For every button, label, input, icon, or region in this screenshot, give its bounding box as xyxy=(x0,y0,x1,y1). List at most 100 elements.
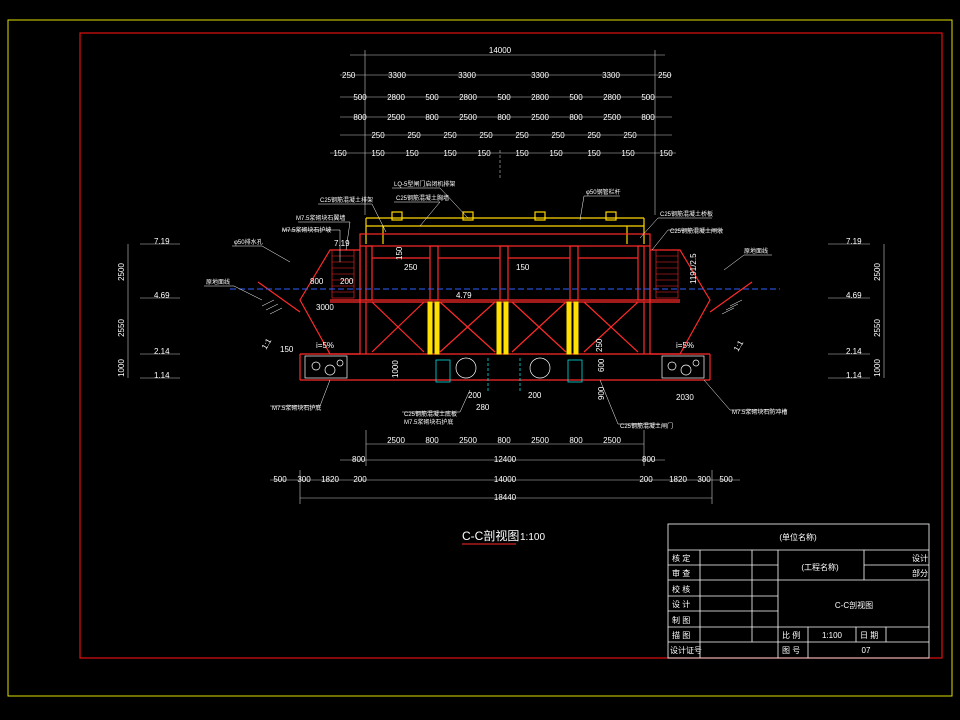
slope-side-right: 1:1 xyxy=(732,338,746,353)
tb-cert-label: 设计证号 xyxy=(670,645,702,655)
elev-right-dim-1: 2550 xyxy=(873,319,882,337)
dim-bot-row3-1: 300 xyxy=(297,475,311,484)
annot-ground-left: 原地面线 xyxy=(206,278,230,286)
dim-top-row4: 250 250 250 250 250 250 250 250 xyxy=(371,131,637,140)
dim-top-row3-2: 800 xyxy=(425,113,439,122)
tb-fig-value: 07 xyxy=(862,646,871,655)
inner-d600: 600 xyxy=(597,358,606,372)
annot-c25-bridge-slab: C25钢筋混凝土桥板 xyxy=(660,210,713,218)
inner-d150c: 150 xyxy=(280,345,294,354)
dim-top-row1-0: 250 xyxy=(342,71,356,80)
annot-m75-slope: M7.5浆砌块石护坡 xyxy=(282,226,331,234)
annot-c25-pier: C25钢筋混凝土闸墩 xyxy=(670,227,723,235)
dim-top-row5-4: 150 xyxy=(477,149,491,158)
dim-top-row1: 250 3300 3300 3300 3300 250 xyxy=(342,71,672,80)
dim-top-row3-0: 800 xyxy=(353,113,367,122)
cutoff-walls xyxy=(435,358,583,392)
inner-frame xyxy=(79,32,943,659)
dim-bot-row2-right: 800 xyxy=(642,455,656,464)
elev-right-2: 2.14 xyxy=(846,347,862,356)
dim-bot-row1-6: 2500 xyxy=(603,436,621,445)
elev-right-dim-0: 2500 xyxy=(873,263,882,281)
tb-row-3: 设 计 xyxy=(672,599,690,609)
inner-d200b: 200 xyxy=(528,391,542,400)
railing xyxy=(365,211,645,244)
slope-left: i=5% xyxy=(316,341,334,350)
dim-top-row5-0: 150 xyxy=(333,149,347,158)
dim-top-row3-1: 2500 xyxy=(387,113,405,122)
inner-d900: 900 xyxy=(597,386,606,400)
dim-top-row4-6: 250 xyxy=(587,131,601,140)
tb-row-2: 校 核 xyxy=(672,584,690,594)
elev-right-0: 7.19 xyxy=(846,237,862,246)
elev-left-1: 4.69 xyxy=(154,291,170,300)
tb-design-label: 设计 xyxy=(912,553,928,563)
dim-bot-row3-3: 200 xyxy=(353,475,367,484)
dim-bot-row3-5: 200 xyxy=(639,475,653,484)
dim-top-row3-7: 2500 xyxy=(603,113,621,122)
elev-left-3: 1.14 xyxy=(154,371,170,380)
gate-columns xyxy=(427,301,579,355)
dim-top-row5: 150 150 150 150 150 150 150 150 150 150 xyxy=(333,149,673,158)
dim-top-row5-6: 150 xyxy=(549,149,563,158)
dim-top-row2-6: 500 xyxy=(569,93,583,102)
dim-top-row1-1: 3300 xyxy=(388,71,406,80)
tb-date-label: 日 期 xyxy=(860,631,878,640)
dim-top-row3-6: 800 xyxy=(569,113,583,122)
dim-bot-row3-6: 1820 xyxy=(669,475,687,484)
top-dimensions xyxy=(330,50,676,215)
left-elevations xyxy=(127,243,180,379)
riprap-blocks xyxy=(304,355,705,379)
annot-c25-breast-wall: C25钢筋混凝土胸墙 xyxy=(396,194,449,202)
tb-fig-label: 图 号 xyxy=(782,646,800,655)
dim-top-row5-1: 150 xyxy=(371,149,385,158)
dim-top-row2-5: 2800 xyxy=(531,93,549,102)
dim-top-row3-3: 2500 xyxy=(459,113,477,122)
dim-top-row4-2: 250 xyxy=(443,131,457,140)
inner-d150b: 150 xyxy=(516,263,530,272)
elev-left-2: 2.14 xyxy=(154,347,170,356)
tb-scale-value: 1:100 xyxy=(822,631,843,640)
inner-d2030: 2030 xyxy=(676,393,694,402)
dim-top-overall: 14000 xyxy=(489,46,512,55)
annot-drain-hole: φ50排水孔 xyxy=(234,238,263,246)
inner-d1000: 1000 xyxy=(391,360,400,378)
annot-c25-frame: C25钢筋混凝土排架 xyxy=(320,196,373,204)
dim-bot-row2-mid: 12400 xyxy=(494,455,517,464)
tb-row-4: 制 图 xyxy=(672,615,690,625)
tb-row-1: 审 查 xyxy=(672,568,690,578)
dim-top-row2-4: 500 xyxy=(497,93,511,102)
dim-top-row4-4: 250 xyxy=(515,131,529,140)
dim-top-row2-8: 500 xyxy=(641,93,655,102)
dim-bot-row1-4: 2500 xyxy=(531,436,549,445)
stair-hatch-right xyxy=(655,249,679,299)
dim-top-row3-8: 800 xyxy=(641,113,655,122)
dim-top-row1-2: 3300 xyxy=(458,71,476,80)
dim-bot-row2-left: 800 xyxy=(352,455,366,464)
dim-top-row4-0: 250 xyxy=(371,131,385,140)
dim-top-row2-7: 2800 xyxy=(603,93,621,102)
annot-m75-apron-left: M7.5浆砌块石护底 xyxy=(272,404,321,412)
right-elevations xyxy=(828,243,885,379)
inner-d150a: 150 xyxy=(395,246,404,260)
drawing-title: C-C剖视图 xyxy=(462,528,519,543)
outer-frame xyxy=(7,19,953,697)
slope-right: i=5% xyxy=(676,341,694,350)
dim-top-row2: 500 2800 500 2800 500 2800 500 2800 500 xyxy=(353,93,655,102)
dim-top-row2-2: 500 xyxy=(425,93,439,102)
tb-row-0: 核 定 xyxy=(672,553,690,563)
title-block xyxy=(667,523,930,659)
elev-left-dim-1: 2550 xyxy=(117,319,126,337)
dim-bottom-row1: 2500 800 2500 800 2500 800 2500 xyxy=(387,436,621,445)
elev-left-dim-2: 1000 xyxy=(117,359,126,377)
slope-hatch xyxy=(261,299,743,315)
gate-structure xyxy=(257,233,753,381)
dim-top-row5-3: 150 xyxy=(443,149,457,158)
elev-right-3: 1.14 xyxy=(846,371,862,380)
dim-bot-row1-1: 800 xyxy=(425,436,439,445)
dim-top-row4-1: 250 xyxy=(407,131,421,140)
dim-top-row5-2: 150 xyxy=(405,149,419,158)
annot-m75-wing-wall: M7.5浆砌块石翼墙 xyxy=(296,214,345,222)
dim-bottom-row3: 500 300 1820 200 14000 200 1820 300 500 xyxy=(273,475,733,484)
dim-top-row3: 800 2500 800 2500 800 2500 800 2500 800 xyxy=(353,113,655,122)
